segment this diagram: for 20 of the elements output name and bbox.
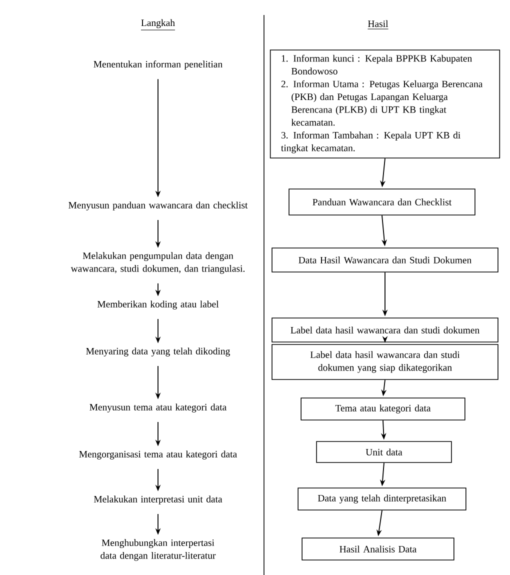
result-box: Tema atau kategori data	[300, 398, 466, 420]
result-box: Panduan Wawancara dan Checklist	[288, 188, 476, 216]
result-box: Data yang telah dinterpretasikan	[298, 488, 466, 510]
result-box: Data Hasil Wawancara dan Studi Dokumen	[272, 248, 498, 272]
list-box: 1. Informan kunci : Kepala BPPKB Kabupaten Bondowoso 2. Informan Utama : Petugas Keluarga Berencana (PKB) dan Petugas Lapangan Keluarga Berencana (PLKB) di UPT KB tingkat kecamatan. 3. Informan Tambahan : Kepala UPT KB di tingkat kecamatan.	[270, 50, 500, 158]
step-text: Memberikan koding atau label	[97, 300, 219, 310]
step-text: Menghubungkan interpertasi data dengan literatur-literatur	[100, 539, 216, 561]
step-text: Melakukan interpretasi unit data	[94, 496, 222, 504]
column-heading: Langkah	[140, 19, 176, 30]
result-box: Unit data	[316, 441, 452, 463]
step-text: Menyusun tema atau kategori data	[90, 404, 227, 412]
column-heading: Hasil	[367, 20, 389, 30]
step-text: Menyusun panduan wawancara dan checklist	[68, 202, 248, 210]
result-box: Hasil Analisis Data	[302, 538, 454, 560]
step-text: Menyaring data yang telah dikoding	[86, 348, 230, 356]
step-text: Menentukan informan penelitian	[94, 60, 222, 70]
result-box: Label data hasil wawancara dan studi dokumen yang siap dikategorikan	[272, 344, 498, 380]
step-text: Mengorganisasi tema atau kategori data	[79, 450, 237, 460]
step-text: Melakukan pengumpulan data dengan wawancara, studi dokumen, dan triangulasi.	[70, 252, 245, 274]
result-box: Label data hasil wawancara dan studi dokumen	[272, 318, 498, 342]
